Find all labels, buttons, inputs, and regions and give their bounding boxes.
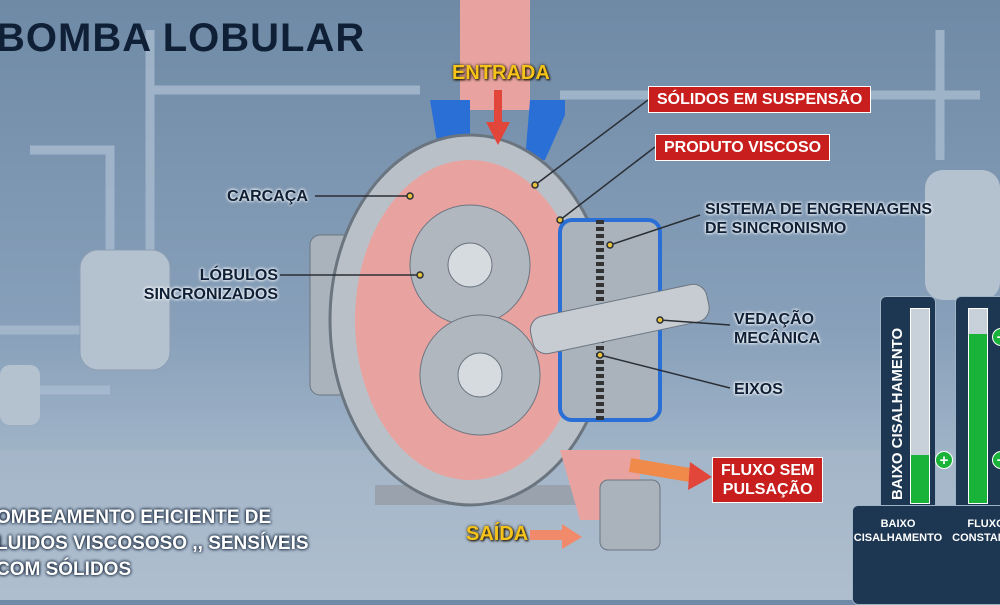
- sistema-line-1: SISTEMA DE ENGRENAGENS: [705, 201, 932, 218]
- label-produto-viscoso: PRODUTO VISCOSO: [655, 134, 831, 161]
- label-solidos: SÓLIDOS EM SUSPENSÃO: [648, 86, 872, 113]
- label-fluxo-sem-pulsacao: FLUXO SEM PULSAÇÃO: [712, 457, 824, 503]
- shaft: [529, 283, 710, 355]
- fluxo-line-2: PULSAÇÃO: [722, 481, 813, 498]
- outlet-flange: [599, 479, 661, 551]
- gauge1-bar: [910, 308, 930, 504]
- gauge2-label-line-1: FLUXO: [967, 518, 1000, 530]
- gauge2-fill: [969, 334, 987, 503]
- label-saida: SAÍDA: [466, 523, 529, 545]
- gauge2-label: FLUXO CONSTANTE: [946, 517, 1000, 545]
- label-eixos: EIXOS: [734, 381, 783, 398]
- fluxo-line-1: FLUXO SEM: [721, 462, 815, 479]
- label-vedacao: VEDAÇÃO MECÂNICA: [734, 310, 820, 348]
- gauge-label-panel: [852, 505, 1000, 605]
- gauge2-bar: [968, 308, 988, 504]
- vedacao-line-2: MECÂNICA: [734, 330, 821, 347]
- gauge1-vertical-label: BAIXO CISALHAMENTO: [889, 327, 906, 500]
- label-carcaca: CARCAÇA: [227, 188, 308, 205]
- flow-arrow: [628, 458, 692, 482]
- gauge1-label-line-1: BAIXO: [880, 518, 916, 530]
- page-title: BOMBA LOBULAR: [0, 16, 366, 60]
- outlet-arrow: [562, 524, 582, 549]
- gauge1-label-line-2: CISALHAMENTO: [853, 532, 943, 544]
- gauge1-fill: [911, 454, 929, 503]
- bottom-caption: OMBEAMENTO EFICIENTE DE LUIDOS VISCOSOSO…: [0, 505, 309, 583]
- lobulos-line-1: LÓBULOS: [199, 267, 278, 284]
- caption-line-3: COM SÓLIDOS: [0, 559, 132, 580]
- inlet-flange-right: [525, 100, 565, 160]
- gauge1-label: BAIXO CISALHAMENTO: [852, 517, 944, 545]
- label-sistema-engrenagens: SISTEMA DE ENGRENAGENS DE SINCRONISMO: [705, 200, 932, 238]
- vedacao-line-1: VEDAÇÃO: [734, 311, 815, 328]
- sistema-line-2: DE SINCRONISMO: [705, 220, 847, 237]
- gauge2-label-line-2: CONSTANTE: [952, 532, 1000, 544]
- label-entrada: ENTRADA: [452, 62, 550, 84]
- inlet-arrow: [486, 122, 510, 145]
- gauge1-plus-icon: +: [935, 451, 953, 469]
- lobulos-line-2: SINCRONIZADOS: [143, 286, 278, 303]
- caption-line-1: OMBEAMENTO EFICIENTE DE: [0, 507, 272, 528]
- caption-line-2: LUIDOS VISCOSOSO ,, SENSÍVEIS: [0, 533, 309, 554]
- label-lobulos: LÓBULOS SINCRONIZADOS: [135, 266, 278, 304]
